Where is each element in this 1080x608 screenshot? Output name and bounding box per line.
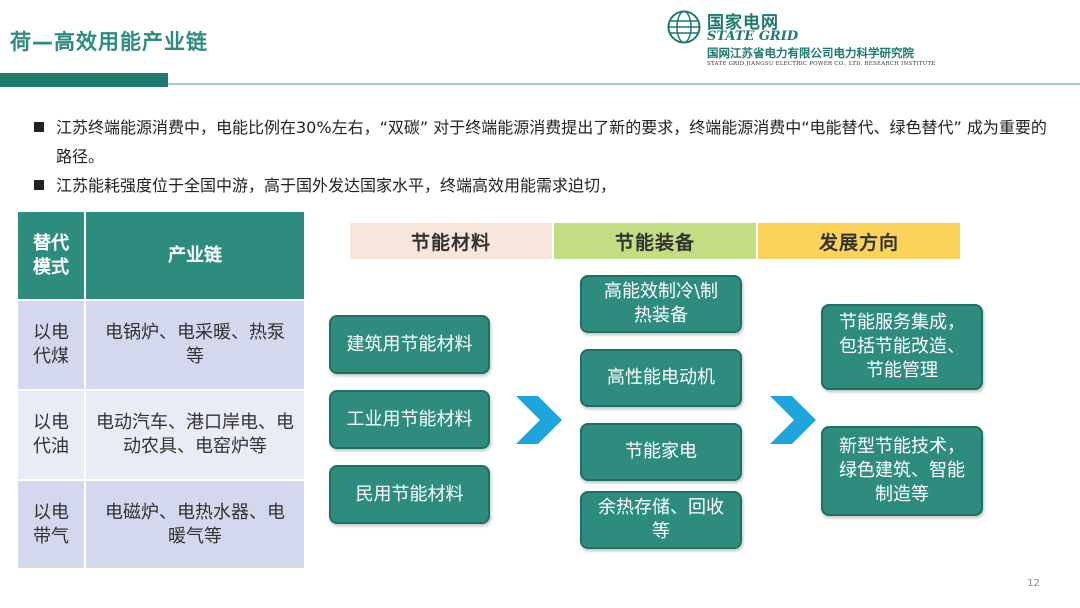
title-underline xyxy=(168,83,1080,85)
bullet-item: 江苏终端能源消费中，电能比例在30%左右，“双碳” 对于终端能源消费提出了新的要… xyxy=(32,113,1057,171)
slide-title: 荷—高效用能产业链 xyxy=(10,30,208,54)
category-header-equipment: 节能装备 xyxy=(554,223,756,259)
state-grid-logo: 国家电网 STATE GRID 国网江苏省电力有限公司电力科学研究院 STATE… xyxy=(667,8,967,72)
table-cell-mode: 以电代煤 xyxy=(18,301,84,389)
bullet-item: 江苏能耗强度位于全国中游，高于国外发达国家水平，终端高效用能需求迫切， xyxy=(32,171,1057,200)
materials-box: 民用节能材料 xyxy=(329,465,490,524)
title-underline-accent xyxy=(0,73,168,87)
equipment-box: 节能家电 xyxy=(580,423,742,481)
direction-box: 新型节能技术，绿色建筑、智能制造等 xyxy=(821,426,983,516)
logo-organization-english: STATE GRID JIANGSU ELECTRIC POWER CO., L… xyxy=(707,61,936,67)
logo-chinese-name: 国家电网 xyxy=(707,13,779,33)
chevron-right-icon xyxy=(770,396,816,444)
table-cell-mode: 以电带气 xyxy=(18,481,84,568)
state-grid-globe-icon xyxy=(667,10,701,44)
substitution-table: 替代模式 产业链 以电代煤 电锅炉、电采暖、热泵等 以电代油 电动汽车、港口岸电… xyxy=(18,212,304,568)
equipment-box: 余热存储、回收等 xyxy=(580,491,742,549)
table-cell-chain: 电动汽车、港口岸电、电动农具、电窑炉等 xyxy=(86,391,304,479)
category-header-materials: 节能材料 xyxy=(350,223,552,259)
table-cell-chain: 电磁炉、电热水器、电暖气等 xyxy=(86,481,304,568)
table-cell-chain: 电锅炉、电采暖、热泵等 xyxy=(86,301,304,389)
table-header-chain: 产业链 xyxy=(86,212,304,299)
materials-box: 工业用节能材料 xyxy=(329,390,490,449)
logo-english-name: STATE GRID xyxy=(707,29,799,44)
page-number: 12 xyxy=(1027,578,1040,589)
chevron-right-icon xyxy=(516,396,562,444)
table-cell-mode: 以电代油 xyxy=(18,391,84,479)
materials-box: 建筑用节能材料 xyxy=(329,315,490,374)
equipment-box: 高能效制冷\制热装备 xyxy=(580,275,742,333)
equipment-box: 高性能电动机 xyxy=(580,349,742,407)
logo-organization: 国网江苏省电力有限公司电力科学研究院 xyxy=(707,46,914,60)
category-header-direction: 发展方向 xyxy=(758,223,960,259)
bullet-list: 江苏终端能源消费中，电能比例在30%左右，“双碳” 对于终端能源消费提出了新的要… xyxy=(32,113,1057,200)
direction-box: 节能服务集成，包括节能改造、节能管理 xyxy=(821,304,983,390)
table-header-mode: 替代模式 xyxy=(18,212,84,299)
